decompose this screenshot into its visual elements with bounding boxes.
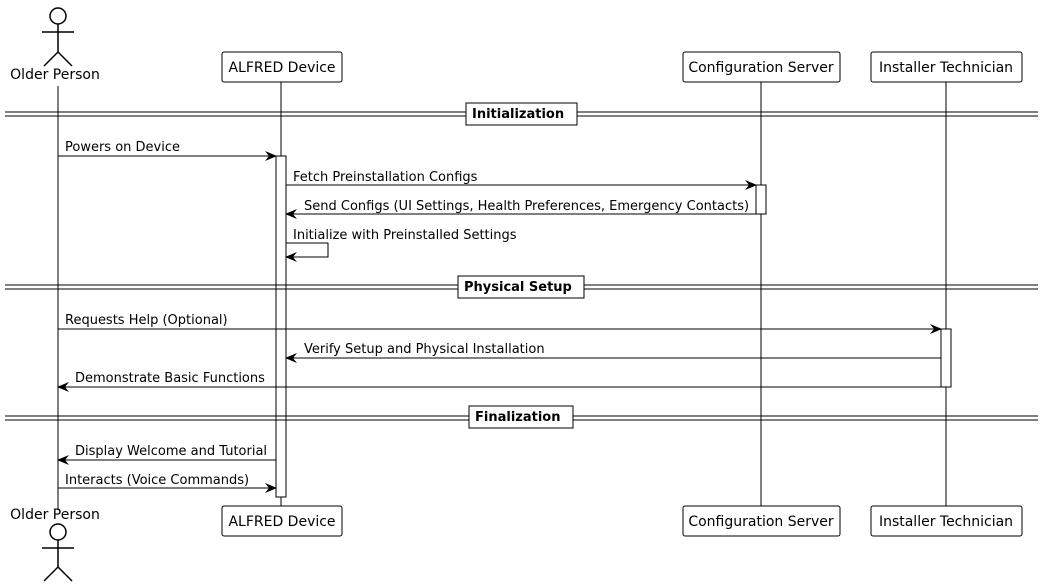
participant-label: ALFRED Device (228, 514, 335, 530)
participant-label: Installer Technician (879, 60, 1013, 76)
message-label: Powers on Device (65, 140, 180, 155)
participant-installer-technician-bottom: Installer Technician (870, 505, 1023, 537)
divider-initialization: Initialization (5, 102, 1038, 126)
messages (57, 151, 942, 493)
participant-installer-technician-top: Installer Technician (870, 51, 1023, 83)
participant-label: Older Person (10, 67, 100, 83)
message-label: Initialize with Preinstalled Settings (293, 228, 517, 243)
participant-alfred-device-top: ALFRED Device (221, 51, 343, 83)
message-label: Requests Help (Optional) (65, 313, 228, 328)
message-label: Send Configs (UI Settings, Health Prefer… (304, 199, 749, 214)
divider-label: Finalization (475, 410, 560, 425)
participant-label: Configuration Server (688, 60, 834, 76)
participant-configuration-server-bottom: Configuration Server (682, 505, 841, 537)
activation-bar-alfred (275, 155, 287, 498)
participant-label: Configuration Server (688, 514, 834, 530)
participant-label: ALFRED Device (228, 60, 335, 76)
divider-label: Initialization (472, 107, 564, 122)
message-labels: Powers on Device Fetch Preinstallation C… (65, 140, 749, 488)
message-label: Fetch Preinstallation Configs (293, 170, 478, 185)
divider-label: Physical Setup (464, 280, 572, 295)
participant-configuration-server-top: Configuration Server (682, 51, 841, 83)
participant-label: Older Person (10, 507, 100, 523)
message-label: Verify Setup and Physical Installation (304, 342, 545, 357)
message-label: Interacts (Voice Commands) (65, 473, 249, 488)
activation-bar-installer (940, 328, 952, 388)
activation-bars (275, 155, 952, 498)
divider-finalization: Finalization (5, 405, 1038, 429)
actor-icon (42, 7, 74, 67)
self-message-arrow (285, 242, 329, 262)
message-label: Display Welcome and Tutorial (75, 444, 267, 459)
message-label: Demonstrate Basic Functions (75, 371, 265, 386)
participant-older-person-bottom: Older Person (10, 507, 100, 582)
actor-icon (42, 523, 74, 582)
participant-alfred-device-bottom: ALFRED Device (221, 505, 343, 537)
divider-physical-setup: Physical Setup (5, 275, 1038, 299)
participant-older-person-top: Older Person (10, 7, 100, 83)
participant-label: Installer Technician (879, 514, 1013, 530)
activation-bar-config (755, 184, 767, 215)
